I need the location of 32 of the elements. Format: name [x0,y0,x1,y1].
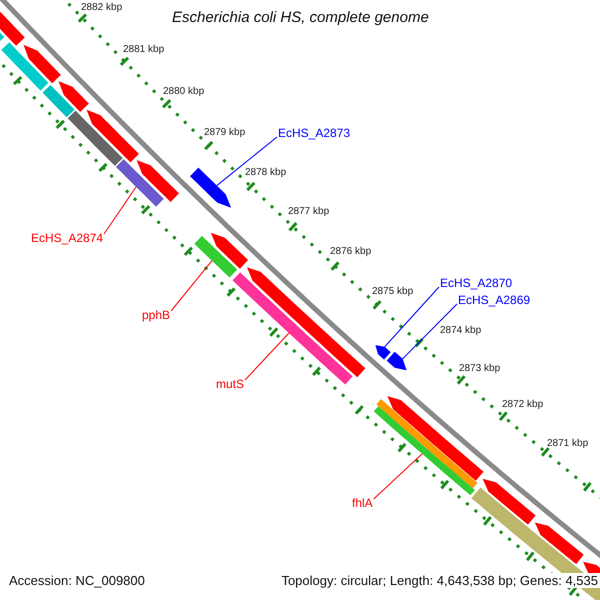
gene-label: mutS [216,378,244,390]
scale-label: 2880 kbp [163,87,204,97]
scale-label: 2873 kbp [459,364,500,374]
scale-label: 2882 kbp [81,3,122,13]
gene-label: pphB [142,309,170,321]
gene-label: EcHS_A2870 [440,277,512,289]
gene-label: EcHS_A2873 [278,127,350,139]
leader-line [104,186,137,234]
gene-feature [116,159,164,207]
gene-label: EcHS_A2874 [31,232,104,244]
leader-line [216,136,278,186]
gene-feature [190,168,232,208]
leader-line [373,453,423,500]
gene-feature [374,406,475,496]
scale-label: 2874 kbp [440,326,482,336]
gene-feature [386,352,407,370]
leader-line [384,286,440,348]
gene-label: EcHS_A2869 [458,294,530,306]
scale-label: 2881 kbp [123,45,164,55]
scale-label: 2871 kbp [547,439,588,449]
gene-feature [194,236,238,278]
scale-label: 2875 kbp [372,287,414,297]
scale-label: 2879 kbp [204,128,246,138]
genome-info-text: Topology: circular; Length: 4,643,538 bp; Genes: 4,535 [279,573,600,588]
scale-label: 2877 kbp [288,207,330,217]
leader-line [170,260,212,312]
leader-line [402,304,458,360]
gene-feature [375,345,391,360]
leader-line [244,332,290,380]
accession-text: Accession: NC_009800 [7,573,147,588]
gene-label: fhlA [352,497,373,509]
map-title: Escherichia coli HS, complete genome [172,10,429,25]
